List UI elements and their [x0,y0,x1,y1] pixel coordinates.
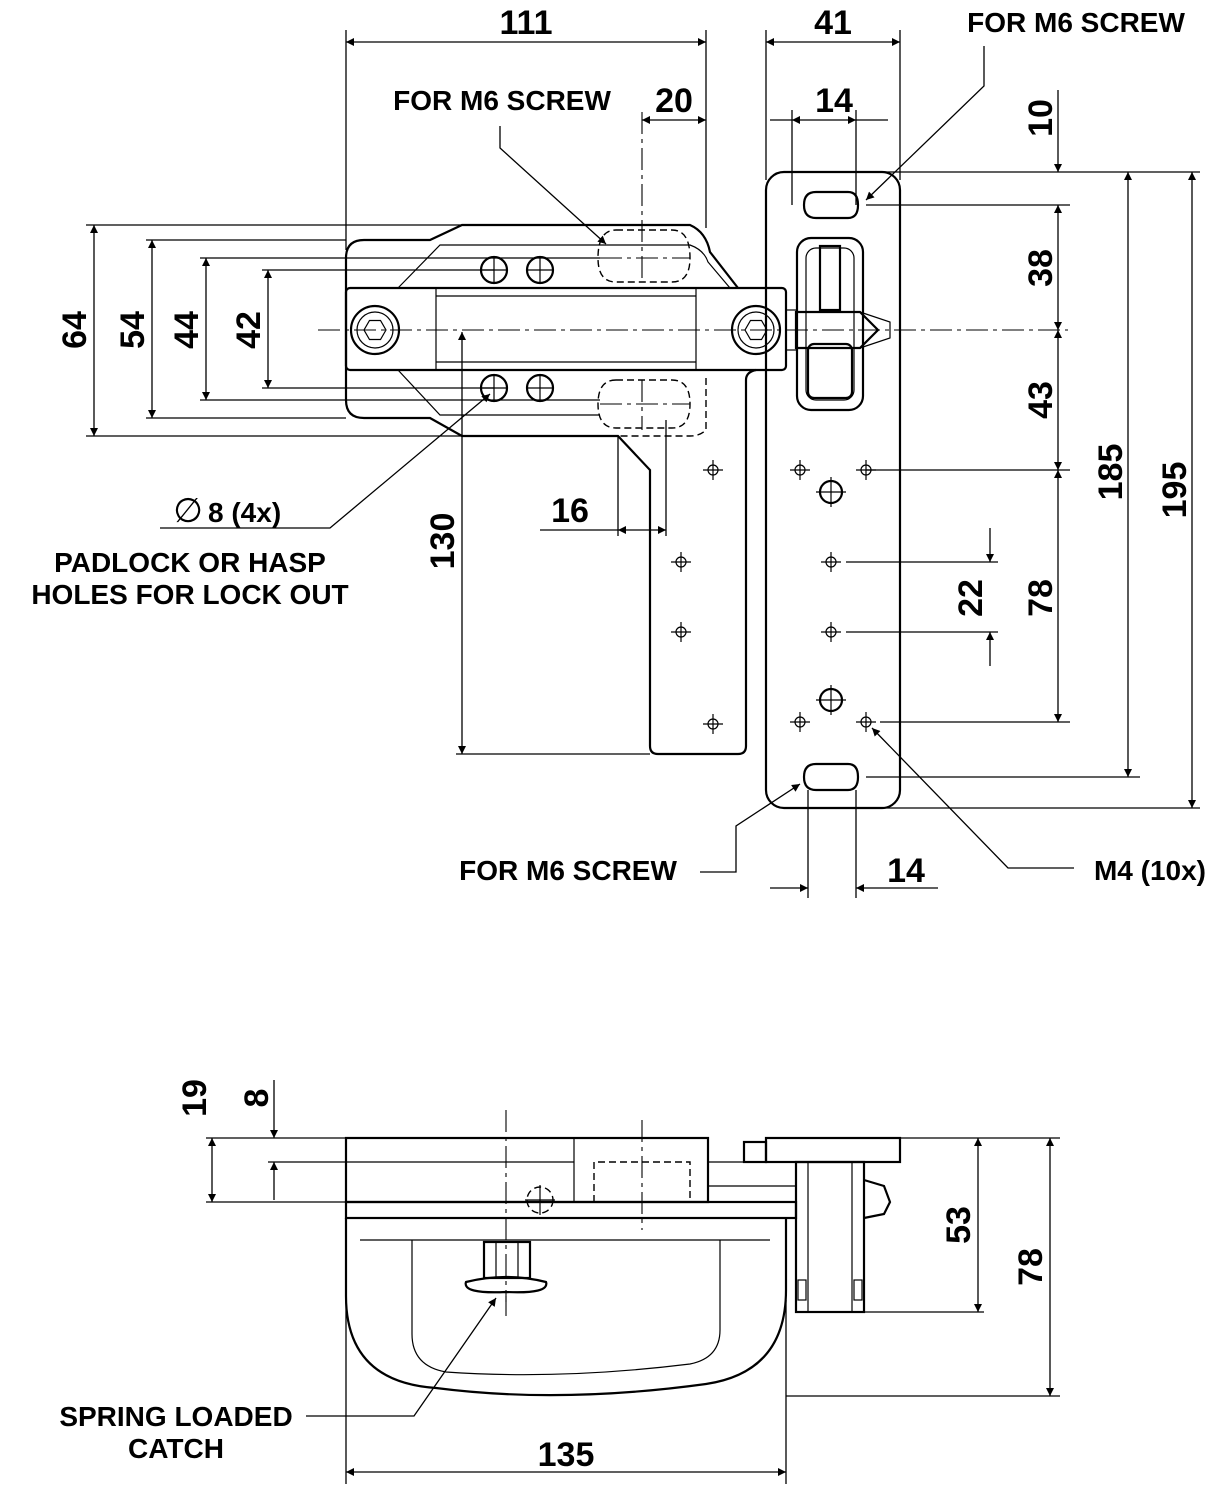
label-holes-8-4x: 8 (4x) [208,497,281,528]
dim-16: 16 [551,492,589,530]
padlock-holes [479,255,555,403]
dim-42: 42 [230,311,268,349]
dim-10: 10 [1022,99,1060,137]
dim-14-top: 14 [815,82,853,120]
dim-38: 38 [1022,249,1060,287]
dim-8: 8 [238,1089,276,1108]
dim-111: 111 [500,4,553,42]
dim-20: 20 [655,82,693,120]
label-padlock-line1: PADLOCK OR HASP [54,547,326,578]
label-m6-top-right: FOR M6 SCREW [967,7,1185,38]
side-view: 19 8 53 78 135 SPRING LOADED CATCH [59,1079,1060,1484]
dim-64: 64 [56,311,94,349]
top-view: 111 41 20 14 10 38 43 78 [31,4,1206,898]
dim-44: 44 [168,311,206,349]
dim-78-side: 78 [1012,1248,1050,1286]
label-m6-bottom: FOR M6 SCREW [459,855,677,886]
label-catch-line1: SPRING LOADED [59,1401,292,1432]
label-catch-line2: CATCH [128,1433,224,1464]
dim-22: 22 [952,579,990,617]
dim-185: 185 [1092,444,1130,501]
dim-53: 53 [940,1206,978,1244]
label-m6-top-left: FOR M6 SCREW [393,85,611,116]
diameter-symbol: ∅ [173,492,203,530]
plate-holes [790,460,876,732]
label-m4-10x: M4 (10x) [1094,855,1206,886]
dim-19: 19 [176,1079,214,1117]
dim-14-bottom: 14 [887,852,925,890]
label-padlock-line2: HOLES FOR LOCK OUT [31,579,348,610]
dim-78: 78 [1022,579,1060,617]
dim-130: 130 [424,513,462,570]
dim-195: 195 [1156,462,1194,519]
dim-41: 41 [814,4,852,42]
l-bracket [606,368,757,756]
dim-43: 43 [1022,381,1060,419]
dim-54: 54 [114,311,152,349]
bracket-holes [671,460,723,734]
dim-135: 135 [538,1436,595,1474]
mounting-plate [764,170,902,810]
